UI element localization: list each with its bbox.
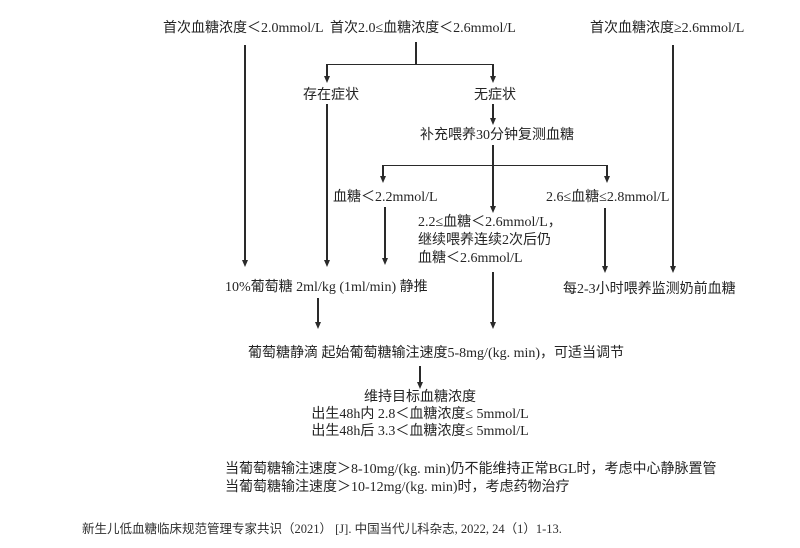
- node-first-glucose-2-0-to-2-6: 首次2.0≤血糖浓度＜2.6mmol/L: [330, 21, 516, 36]
- node-target-glucose: 维持目标血糖浓度 出生48h内 2.8＜血糖浓度≤ 5mmol/L 出生48h后…: [255, 389, 585, 440]
- arrowhead-down-icon: [323, 76, 330, 83]
- connector-to-symptomatic: [326, 64, 328, 77]
- node-glucose-2-2-to-2-6-line1: 2.2≤血糖＜2.6mmol/L，: [418, 215, 562, 230]
- notes-block: 当葡萄糖输注速度＞8-10mg/(kg. min)仍不能维持正常BGL时，考虑中…: [225, 461, 717, 497]
- arrowhead-down-icon: [669, 266, 676, 273]
- citation-text: 新生儿低血糖临床规范管理专家共识（2021） [J]. 中国当代儿科杂志, 20…: [82, 522, 562, 536]
- connector-to-asymptomatic: [492, 64, 494, 77]
- connector-2628-to-feedmonitor: [604, 208, 606, 266]
- connector-lt22-to-ivpush: [384, 207, 386, 258]
- connector-asymptomatic-to-recheck: [492, 104, 494, 118]
- node-first-glucose-lt-2-0: 首次血糖浓度＜2.0mmol/L: [163, 21, 324, 36]
- connector-ivpush-to-ivdrip: [317, 298, 319, 322]
- connector-ivdrip-to-target: [419, 366, 421, 382]
- node-iv-push: 10%葡萄糖 2ml/kg (1ml/min) 静推: [225, 280, 428, 295]
- connector-ge26-to-feedmonitor: [672, 45, 674, 266]
- connector-first-lt20-to-ivpush: [244, 45, 246, 260]
- node-refeed-recheck: 补充喂养30分钟复测血糖: [420, 128, 574, 143]
- connector-to-glucose-2-6-2-8: [606, 165, 608, 176]
- node-symptomatic: 存在症状: [303, 88, 359, 103]
- node-target-line2: 出生48h后 3.3＜血糖浓度≤ 5mmol/L: [311, 424, 529, 439]
- arrowhead-down-icon: [416, 382, 423, 389]
- arrowhead-down-icon: [381, 258, 388, 265]
- node-target-line1: 出生48h内 2.8＜血糖浓度≤ 5mmol/L: [311, 407, 529, 422]
- arrowhead-down-icon: [601, 266, 608, 273]
- connector-branch-recheck: [383, 164, 608, 166]
- node-iv-drip: 葡萄糖静滴 起始葡萄糖输注速度5-8mg/(kg. min)，可适当调节: [248, 346, 625, 361]
- connector-2226-to-ivdrip: [492, 272, 494, 322]
- connector-recheck-stub: [492, 145, 494, 165]
- connector-first-20-26-stub: [415, 42, 417, 64]
- arrowhead-down-icon: [241, 260, 248, 267]
- node-glucose-2-2-to-2-6-line3: 血糖＜2.6mmol/L: [418, 251, 523, 266]
- connector-to-glucose-lt-2-2: [382, 165, 384, 176]
- note-line2: 当葡萄糖输注速度＞10-12mg/(kg. min)时，考虑药物治疗: [225, 480, 570, 495]
- node-glucose-2-2-to-2-6-line2: 继续喂养连续2次后仍: [418, 233, 551, 248]
- arrowhead-down-icon: [489, 322, 496, 329]
- node-asymptomatic: 无症状: [474, 88, 516, 103]
- node-glucose-2-2-to-2-6: 2.2≤血糖＜2.6mmol/L， 继续喂养连续2次后仍 血糖＜2.6mmol/…: [418, 214, 562, 268]
- node-feed-monitor: 每2-3小时喂养监测奶前血糖: [563, 282, 736, 297]
- node-glucose-2-6-to-2-8: 2.6≤血糖≤2.8mmol/L: [546, 190, 670, 205]
- arrowhead-down-icon: [323, 260, 330, 267]
- arrowhead-down-icon: [489, 118, 496, 125]
- node-target-title: 维持目标血糖浓度: [364, 390, 476, 405]
- connector-branch-symptom: [327, 63, 494, 65]
- connector-to-glucose-2-2-2-6: [492, 165, 494, 206]
- arrowhead-down-icon: [379, 176, 386, 183]
- arrowhead-down-icon: [489, 76, 496, 83]
- node-glucose-lt-2-2: 血糖＜2.2mmol/L: [333, 190, 438, 205]
- arrowhead-down-icon: [603, 176, 610, 183]
- node-first-glucose-ge-2-6: 首次血糖浓度≥2.6mmol/L: [590, 21, 745, 36]
- connector-symptomatic-to-ivpush: [326, 104, 328, 260]
- arrowhead-down-icon: [489, 206, 496, 213]
- arrowhead-down-icon: [314, 322, 321, 329]
- note-line1: 当葡萄糖输注速度＞8-10mg/(kg. min)仍不能维持正常BGL时，考虑中…: [225, 462, 717, 477]
